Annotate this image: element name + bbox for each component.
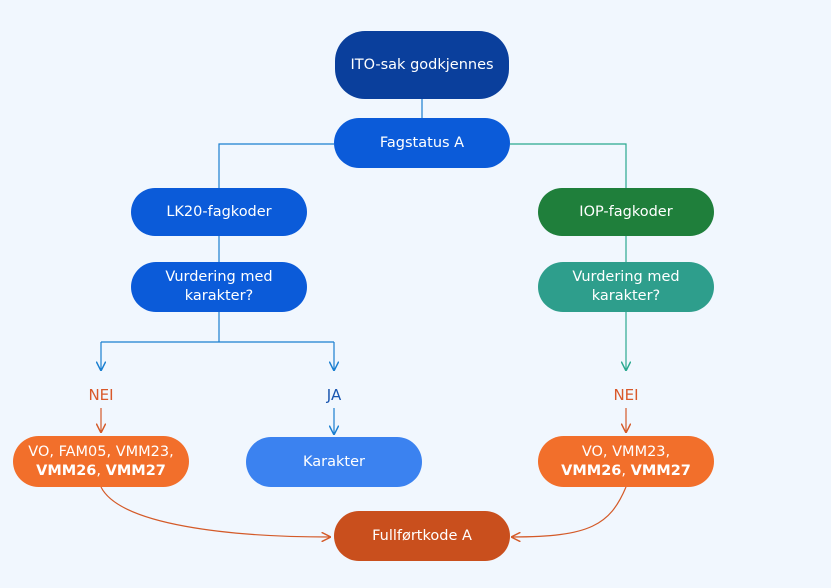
vurdering-left-label: Vurdering med karakter? bbox=[165, 269, 273, 304]
left-result-separator: , bbox=[96, 462, 106, 479]
line-vurdering-split bbox=[101, 312, 334, 343]
right-result-node: VO, VMM23, VMM26, VMM27 bbox=[538, 436, 714, 487]
nei-right-label: NEI bbox=[613, 386, 639, 404]
vurdering-left-node: Vurdering med karakter? bbox=[131, 262, 307, 312]
fagstatus-label: Fagstatus A bbox=[379, 134, 465, 151]
fullfortkode-label: Fullførtkode A bbox=[372, 527, 472, 544]
right-result-bold-1: VMM26 bbox=[561, 462, 622, 479]
right-result-bold-2: VMM27 bbox=[630, 462, 691, 479]
vurdering-right-node: Vurdering med karakter? bbox=[538, 262, 714, 312]
nei-left-label: NEI bbox=[88, 386, 114, 404]
left-result-node: VO, FAM05, VMM23, VMM26, VMM27 bbox=[13, 436, 189, 487]
karakter-label: Karakter bbox=[303, 453, 365, 470]
fagstatus-node: Fagstatus A bbox=[334, 118, 510, 168]
ito-label: ITO-sak godkjennes bbox=[350, 56, 494, 73]
line-fagstatus-lk20 bbox=[218, 143, 334, 188]
left-result-codes: VO, FAM05, VMM23, bbox=[28, 443, 174, 460]
arrow-left-result-fullfort bbox=[100, 486, 330, 537]
right-result-codes: VO, VMM23, bbox=[581, 443, 671, 460]
left-result-text: VO, FAM05, VMM23, VMM26, VMM27 bbox=[25, 443, 177, 481]
karakter-node: Karakter bbox=[246, 437, 422, 487]
left-result-bold-1: VMM26 bbox=[36, 462, 97, 479]
right-result-separator: , bbox=[621, 462, 631, 479]
ito-node: ITO-sak godkjennes bbox=[335, 31, 509, 99]
ja-label: JA bbox=[326, 386, 342, 404]
lk20-node: LK20-fagkoder bbox=[131, 188, 307, 236]
lk20-label: LK20-fagkoder bbox=[166, 203, 272, 220]
left-result-bold-2: VMM27 bbox=[105, 462, 166, 479]
line-fagstatus-iop bbox=[510, 143, 627, 188]
fullfortkode-node: Fullførtkode A bbox=[334, 511, 510, 561]
iop-label: IOP-fagkoder bbox=[579, 203, 673, 220]
right-result-text: VO, VMM23, VMM26, VMM27 bbox=[552, 443, 700, 481]
vurdering-right-label: Vurdering med karakter? bbox=[572, 269, 680, 304]
arrow-right-result-fullfort bbox=[512, 486, 627, 537]
iop-node: IOP-fagkoder bbox=[538, 188, 714, 236]
